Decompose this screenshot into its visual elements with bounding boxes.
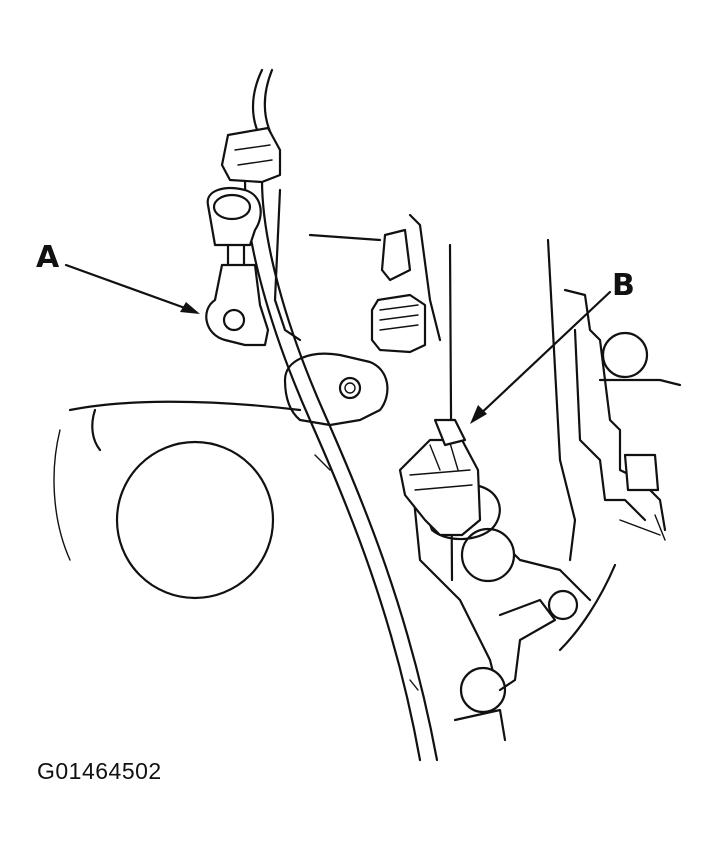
bracket-a bbox=[205, 263, 270, 347]
callout-a-arrowhead bbox=[180, 302, 200, 314]
lower-flange bbox=[453, 598, 557, 742]
top-fitting-ribs bbox=[379, 304, 419, 331]
sensor-b-tab bbox=[433, 418, 467, 447]
lower-boss-2 bbox=[459, 666, 507, 714]
housing-outer-arc-left bbox=[91, 408, 102, 452]
right-boss-lower bbox=[598, 378, 682, 387]
right-bracket bbox=[563, 288, 667, 532]
lower-boss-1 bbox=[460, 527, 516, 583]
lower-boss-3 bbox=[547, 589, 579, 621]
right-boss bbox=[601, 331, 649, 379]
sensor-cable-main-right bbox=[260, 178, 439, 762]
callout-b-leader bbox=[474, 290, 612, 420]
sensor-cable-main-left bbox=[243, 178, 422, 762]
bracket-a-bolt-shank bbox=[226, 243, 246, 267]
round-boss-left bbox=[115, 440, 275, 600]
right-tab bbox=[623, 453, 660, 492]
center-boss bbox=[283, 352, 389, 427]
casting-step bbox=[308, 228, 412, 282]
top-fitting bbox=[370, 293, 427, 354]
detail-lines bbox=[314, 454, 666, 691]
right-bracket-inner bbox=[573, 328, 647, 522]
center-bolt-hole-inner bbox=[344, 382, 356, 394]
bracket-a-hole bbox=[222, 308, 246, 332]
sensor-b-connector-detail bbox=[409, 442, 473, 491]
callout-label-a: A bbox=[36, 240, 60, 275]
housing-outer-arc bbox=[68, 400, 302, 412]
right-lower-arc bbox=[558, 563, 617, 652]
bracket-a-bolt-head bbox=[206, 187, 262, 247]
cable-clamp bbox=[220, 126, 282, 184]
casting-left-edge bbox=[408, 213, 442, 342]
figure-id: G01464502 bbox=[37, 758, 162, 784]
callout-label-b: B bbox=[612, 268, 635, 303]
housing-lower-arc bbox=[53, 429, 71, 561]
callout-b-arrowhead bbox=[470, 405, 487, 424]
bracket-a-side bbox=[273, 188, 302, 342]
bracket-a-bolt-top bbox=[212, 193, 252, 221]
cable-clamp-detail bbox=[234, 144, 273, 166]
callout-a-leader bbox=[64, 263, 198, 314]
center-bolt-hole bbox=[338, 376, 362, 400]
